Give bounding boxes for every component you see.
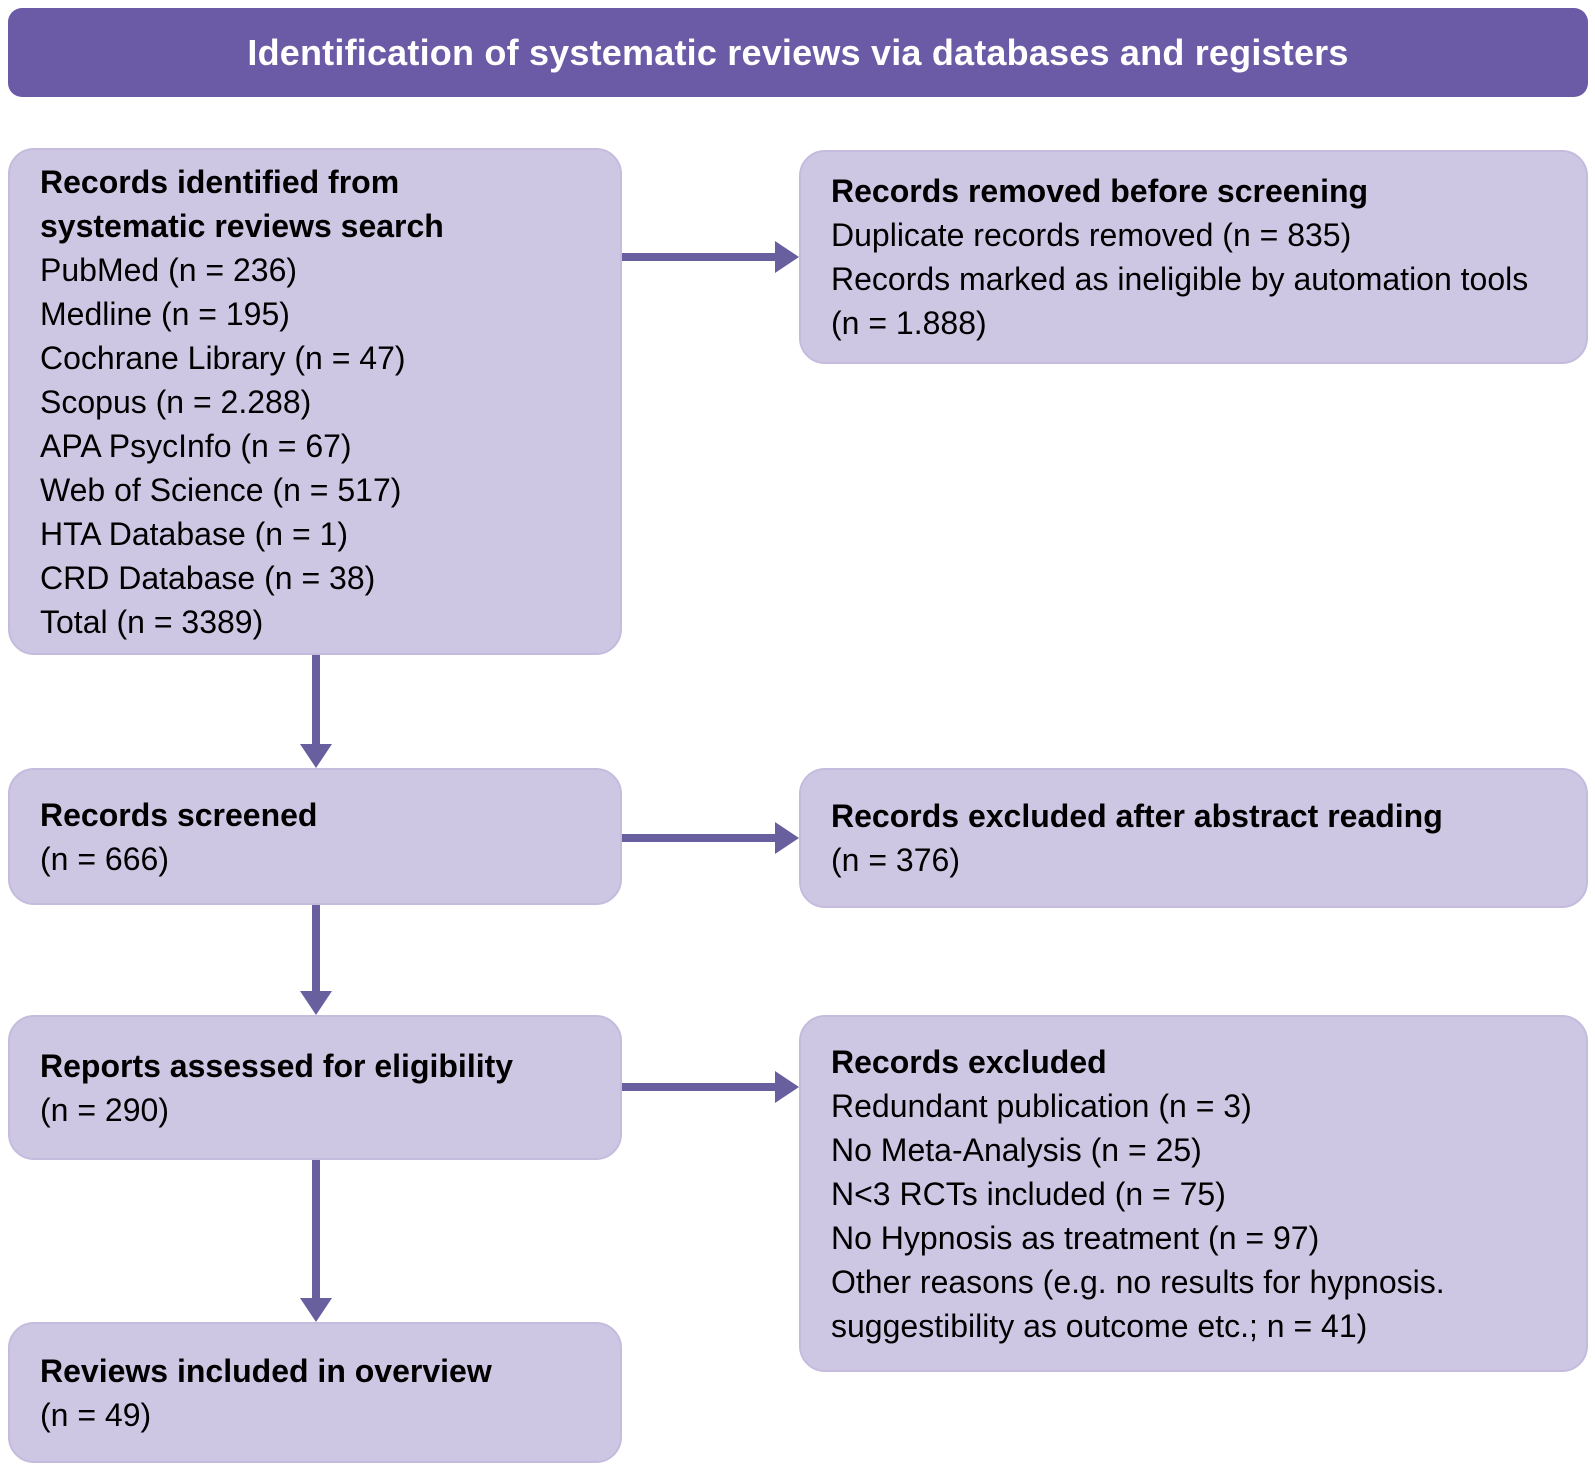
excluded-reason-no-hypnosis: No Hypnosis as treatment (n = 97)	[831, 1219, 1320, 1256]
box-records-screened-title: Records screened	[40, 796, 318, 833]
arrow-screened-to-excluded-head-icon	[775, 822, 799, 854]
box-reviews-included-title: Reviews included in overview	[40, 1352, 492, 1389]
box-reviews-included: Reviews included in overview (n = 49)	[8, 1322, 622, 1463]
database-count-scopus: Scopus (n = 2.288)	[40, 383, 312, 420]
arrow-assessed-to-excluded-head-icon	[775, 1071, 799, 1103]
arrow-identification-to-screened-head-icon	[300, 744, 332, 768]
box-reports-assessed: Reports assessed for eligibility (n = 29…	[8, 1015, 622, 1160]
removed-automation-line: Records marked as ineligible by automati…	[831, 261, 1529, 341]
arrow-screened-to-assessed-head-icon	[300, 991, 332, 1015]
database-count-pubmed: PubMed (n = 236)	[40, 251, 298, 288]
database-count-webofscience: Web of Science (n = 517)	[40, 471, 402, 508]
box-records-identified: Records identified from systematic revie…	[8, 148, 622, 655]
box-records-screened-count: (n = 666)	[40, 840, 169, 877]
removed-duplicates-line: Duplicate records removed (n = 835)	[831, 217, 1352, 253]
arrow-assessed-to-included-shaft	[312, 1160, 320, 1300]
diagram-header-banner: Identification of systematic reviews via…	[8, 8, 1588, 97]
arrow-identification-to-removed-head-icon	[775, 241, 799, 273]
box-excluded-after-abstract-title: Records excluded after abstract reading	[831, 798, 1443, 834]
arrow-identification-to-screened-shaft	[312, 655, 320, 746]
database-count-cochrane: Cochrane Library (n = 47)	[40, 339, 406, 376]
arrow-identification-to-removed-shaft	[622, 253, 777, 261]
database-count-hta: HTA Database (n = 1)	[40, 515, 348, 552]
box-records-removed-title: Records removed before screening	[831, 173, 1369, 209]
arrow-screened-to-excluded-shaft	[622, 834, 777, 842]
box-records-excluded-title: Records excluded	[831, 1043, 1107, 1080]
box-excluded-after-abstract: Records excluded after abstract reading …	[799, 768, 1588, 908]
box-records-identified-title-line1: Records identified from	[40, 163, 400, 200]
box-records-removed: Records removed before screening Duplica…	[799, 150, 1588, 364]
arrow-assessed-to-excluded-shaft	[622, 1083, 777, 1091]
box-records-screened: Records screened (n = 666)	[8, 768, 622, 905]
box-records-excluded: Records excluded Redundant publication (…	[799, 1015, 1588, 1372]
box-records-identified-title-line2: systematic reviews search	[40, 207, 444, 244]
arrow-screened-to-assessed-shaft	[312, 905, 320, 993]
excluded-reason-no-meta-analysis: No Meta-Analysis (n = 25)	[831, 1131, 1202, 1168]
box-excluded-after-abstract-count: (n = 376)	[831, 842, 960, 878]
database-count-medline: Medline (n = 195)	[40, 295, 290, 332]
database-count-total: Total (n = 3389)	[40, 603, 264, 640]
excluded-reason-redundant: Redundant publication (n = 3)	[831, 1087, 1252, 1124]
database-count-crd: CRD Database (n = 38)	[40, 559, 376, 596]
arrow-assessed-to-included-head-icon	[300, 1298, 332, 1322]
diagram-title: Identification of systematic reviews via…	[247, 31, 1349, 73]
database-count-psycinfo: APA PsycInfo (n = 67)	[40, 427, 352, 464]
excluded-reason-rcts: N<3 RCTs included (n = 75)	[831, 1175, 1226, 1212]
box-reviews-included-count: (n = 49)	[40, 1396, 152, 1433]
excluded-reason-other: Other reasons (e.g. no results for hypno…	[831, 1263, 1445, 1344]
box-reports-assessed-count: (n = 290)	[40, 1091, 169, 1128]
box-reports-assessed-title: Reports assessed for eligibility	[40, 1047, 514, 1084]
